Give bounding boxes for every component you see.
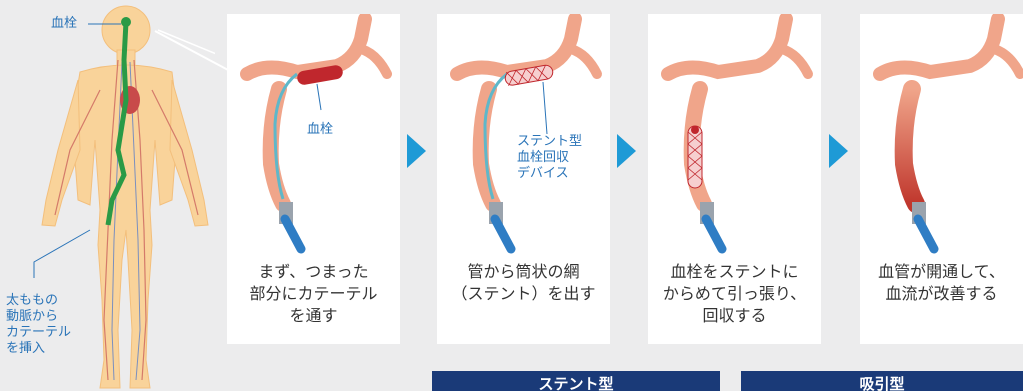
insertion-label-line: 動脈から — [6, 309, 86, 325]
stent-type-banner: ステント型 — [432, 371, 720, 391]
next-arrow-icon — [829, 134, 848, 168]
vessel-illustration — [860, 14, 1023, 259]
step-caption: 血管が開通して、 血流が改善する — [860, 261, 1023, 305]
device-label: ステント型 血栓回収 デバイス — [517, 134, 582, 182]
insertion-label-line: 太ももの — [6, 293, 86, 309]
vessel-illustration — [648, 14, 821, 259]
suction-type-banner: 吸引型 — [741, 371, 1023, 391]
step-caption: 血栓をステントに からめて引っ張り、 回収する — [648, 261, 821, 327]
insertion-label: 太ももの 動脈から カテーテル を挿入 — [6, 293, 86, 357]
insertion-label-line: カテーテル — [6, 325, 86, 341]
step-caption: まず、つまった 部分にカテーテル を通す — [227, 261, 400, 327]
next-arrow-icon — [617, 134, 636, 168]
clot-label: 血栓 — [307, 122, 333, 138]
step-card-2: ステント型 血栓回収 デバイス 管から筒状の網 （ステント）を出す — [437, 14, 610, 344]
step-card-1: 血栓 まず、つまった 部分にカテーテル を通す — [227, 14, 400, 344]
clot-label: 血栓 — [51, 16, 77, 32]
step-card-4: 血管が開通して、 血流が改善する — [860, 14, 1023, 344]
step-card-3: 血栓をステントに からめて引っ張り、 回収する — [648, 14, 821, 344]
insertion-label-line: を挿入 — [6, 341, 86, 357]
zoom-indicator-line — [150, 26, 235, 76]
next-arrow-icon — [407, 134, 426, 168]
step-caption: 管から筒状の網 （ステント）を出す — [437, 261, 610, 305]
